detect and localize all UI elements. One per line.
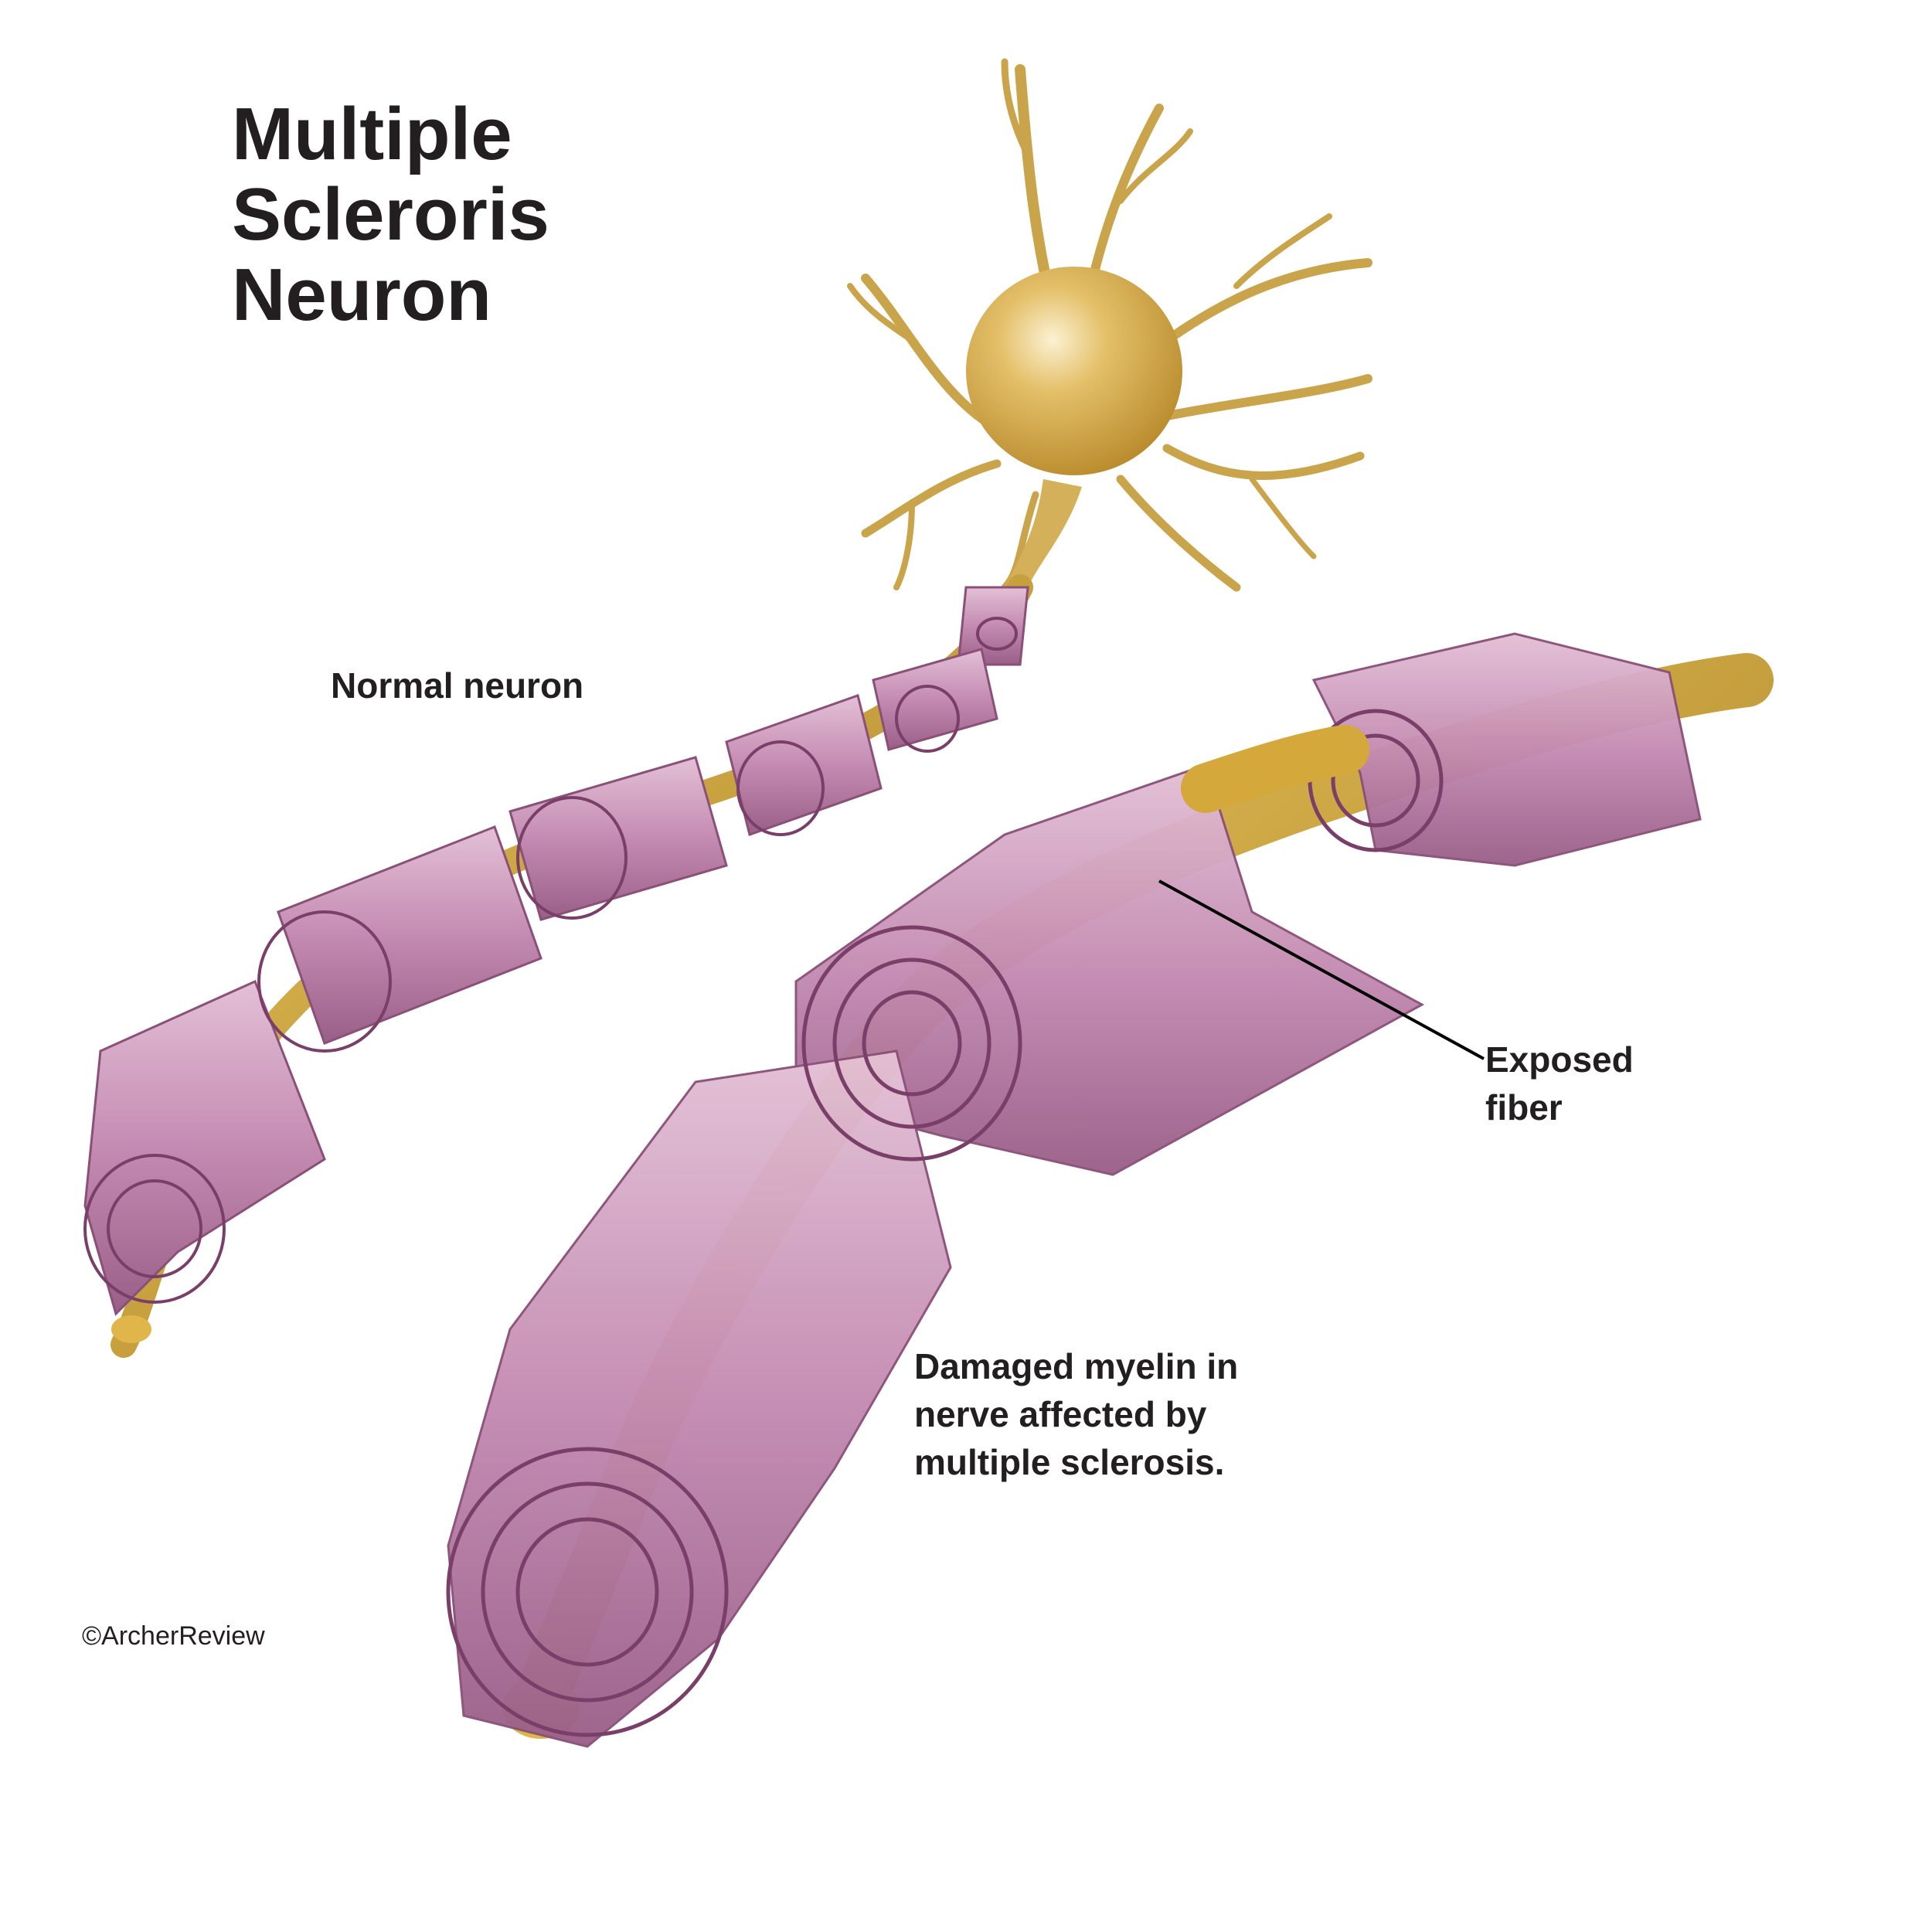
axon-hillock bbox=[1005, 479, 1082, 587]
exposed-fiber-label: Exposed fiber bbox=[1485, 1036, 1634, 1131]
damaged-myelin-label-line-2: nerve affected by bbox=[914, 1394, 1207, 1434]
normal-neuron-label: Normal neuron bbox=[331, 665, 584, 706]
title-line-2: Scleroris bbox=[232, 173, 549, 256]
copyright-credit: ©ArcherReview bbox=[82, 1621, 265, 1651]
damaged-myelin-label: Damaged myelin in nerve affected by mult… bbox=[914, 1342, 1238, 1486]
diagram-title: Multiple Scleroris Neuron bbox=[232, 94, 549, 335]
exposed-fiber-leader-line bbox=[1158, 879, 1485, 1060]
title-line-3: Neuron bbox=[232, 253, 492, 336]
damaged-myelin-label-line-1: Damaged myelin in bbox=[914, 1346, 1239, 1386]
title-line-1: Multiple bbox=[232, 93, 512, 175]
soma bbox=[966, 267, 1182, 475]
exposed-fiber-segment bbox=[1181, 725, 1369, 813]
damaged-myelin-label-line-3: multiple sclerosis. bbox=[914, 1442, 1225, 1482]
damaged-myelin-rings bbox=[446, 709, 1444, 1737]
exposed-fiber-label-line-2: fiber bbox=[1485, 1087, 1563, 1128]
exposed-fiber-label-line-1: Exposed bbox=[1485, 1039, 1634, 1080]
normal-myelin-rings bbox=[83, 617, 1018, 1304]
